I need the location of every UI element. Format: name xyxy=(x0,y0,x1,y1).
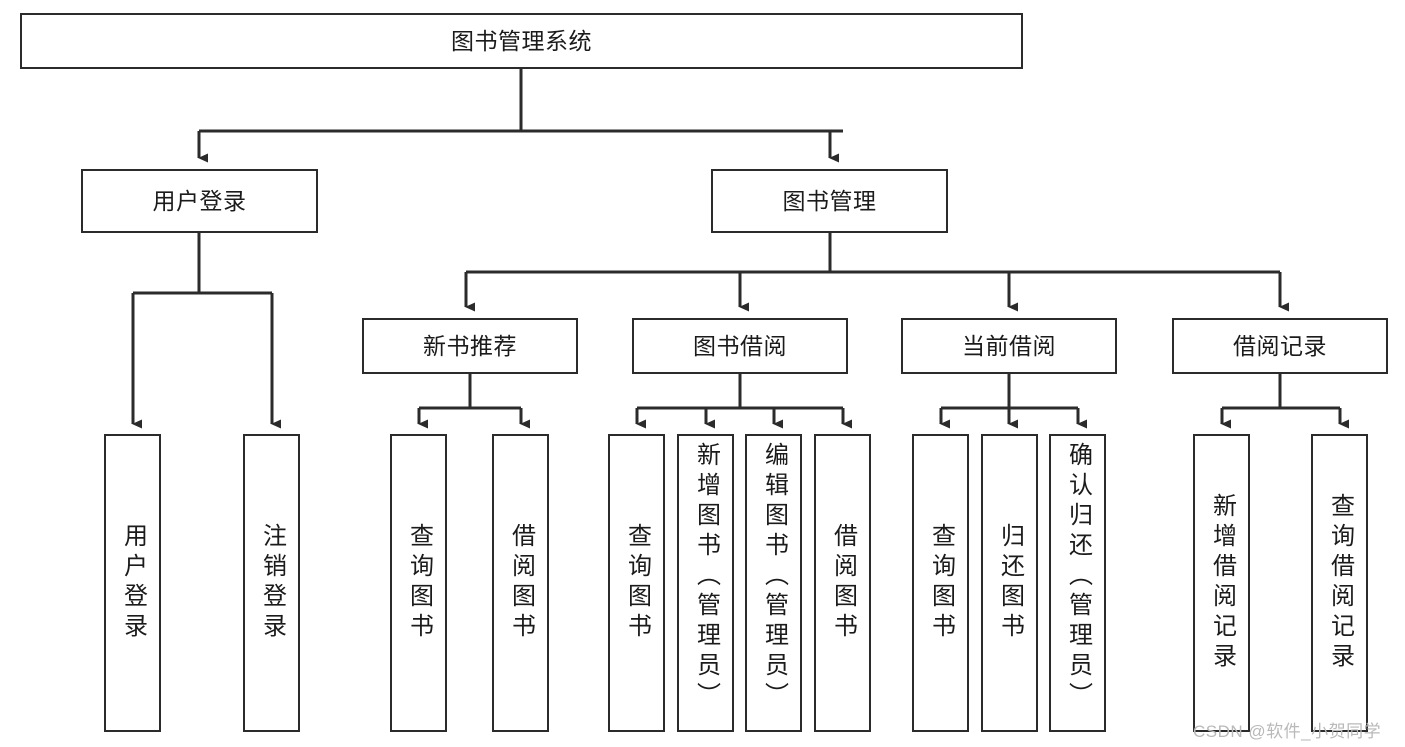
leaf-borrow-book-recommend[interactable]: 借阅图书 xyxy=(492,434,549,732)
leaf-confirm-return-admin[interactable]: 确认归还（管理员） xyxy=(1049,434,1106,732)
leaf-borrow-book-borrow[interactable]: 借阅图书 xyxy=(814,434,871,732)
node-label: 当前借阅 xyxy=(962,332,1056,359)
node-borrow-record[interactable]: 借阅记录 xyxy=(1172,318,1388,374)
node-book-borrow[interactable]: 图书借阅 xyxy=(632,318,848,374)
node-label: 图书管理系统 xyxy=(451,27,592,54)
node-root-system[interactable]: 图书管理系统 xyxy=(20,13,1023,69)
node-label: 用户登录 xyxy=(119,523,147,643)
node-label: 新书推荐 xyxy=(423,332,517,359)
node-label: 注销登录 xyxy=(258,523,286,643)
node-label: 归还图书 xyxy=(996,523,1024,643)
node-label: 图书借阅 xyxy=(693,332,787,359)
leaf-query-borrow-record[interactable]: 查询借阅记录 xyxy=(1311,434,1368,732)
node-label: 确认归还（管理员） xyxy=(1064,442,1092,712)
leaf-query-book-borrow[interactable]: 查询图书 xyxy=(608,434,665,732)
node-label: 查询借阅记录 xyxy=(1326,493,1354,673)
leaf-user-login[interactable]: 用户登录 xyxy=(104,434,161,732)
node-book-manage[interactable]: 图书管理 xyxy=(711,169,948,233)
leaf-add-borrow-record[interactable]: 新增借阅记录 xyxy=(1193,434,1250,732)
node-label: 图书管理 xyxy=(782,187,877,214)
leaf-logout-login[interactable]: 注销登录 xyxy=(243,434,300,732)
node-label: 新增借阅记录 xyxy=(1208,493,1236,673)
leaf-return-book[interactable]: 归还图书 xyxy=(981,434,1038,732)
leaf-add-book-admin[interactable]: 新增图书（管理员） xyxy=(677,434,734,732)
node-label: 用户登录 xyxy=(152,187,247,214)
leaf-query-book-recommend[interactable]: 查询图书 xyxy=(390,434,447,732)
leaf-edit-book-admin[interactable]: 编辑图书（管理员） xyxy=(745,434,802,732)
node-label: 编辑图书（管理员） xyxy=(760,442,788,712)
leaf-query-book-current[interactable]: 查询图书 xyxy=(912,434,969,732)
node-label: 借阅图书 xyxy=(507,523,535,643)
node-label: 借阅记录 xyxy=(1233,332,1327,359)
node-label: 借阅图书 xyxy=(829,523,857,643)
node-current-borrow[interactable]: 当前借阅 xyxy=(901,318,1117,374)
csdn-watermark: CSDN @软件_小贺同学 xyxy=(1193,722,1382,741)
node-label: 查询图书 xyxy=(623,523,651,643)
node-user-login[interactable]: 用户登录 xyxy=(81,169,318,233)
node-label: 新增图书（管理员） xyxy=(692,442,720,712)
node-new-book-recommend[interactable]: 新书推荐 xyxy=(362,318,578,374)
node-label: 查询图书 xyxy=(405,523,433,643)
node-label: 查询图书 xyxy=(927,523,955,643)
